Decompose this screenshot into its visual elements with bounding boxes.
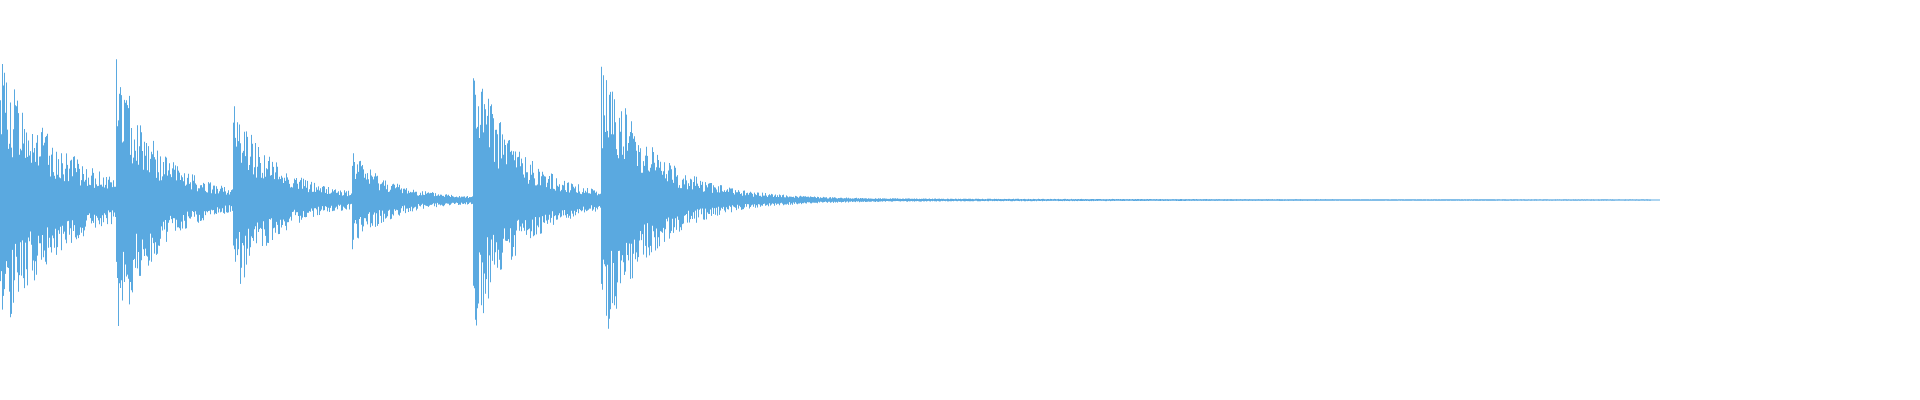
waveform-samples xyxy=(0,59,1651,329)
